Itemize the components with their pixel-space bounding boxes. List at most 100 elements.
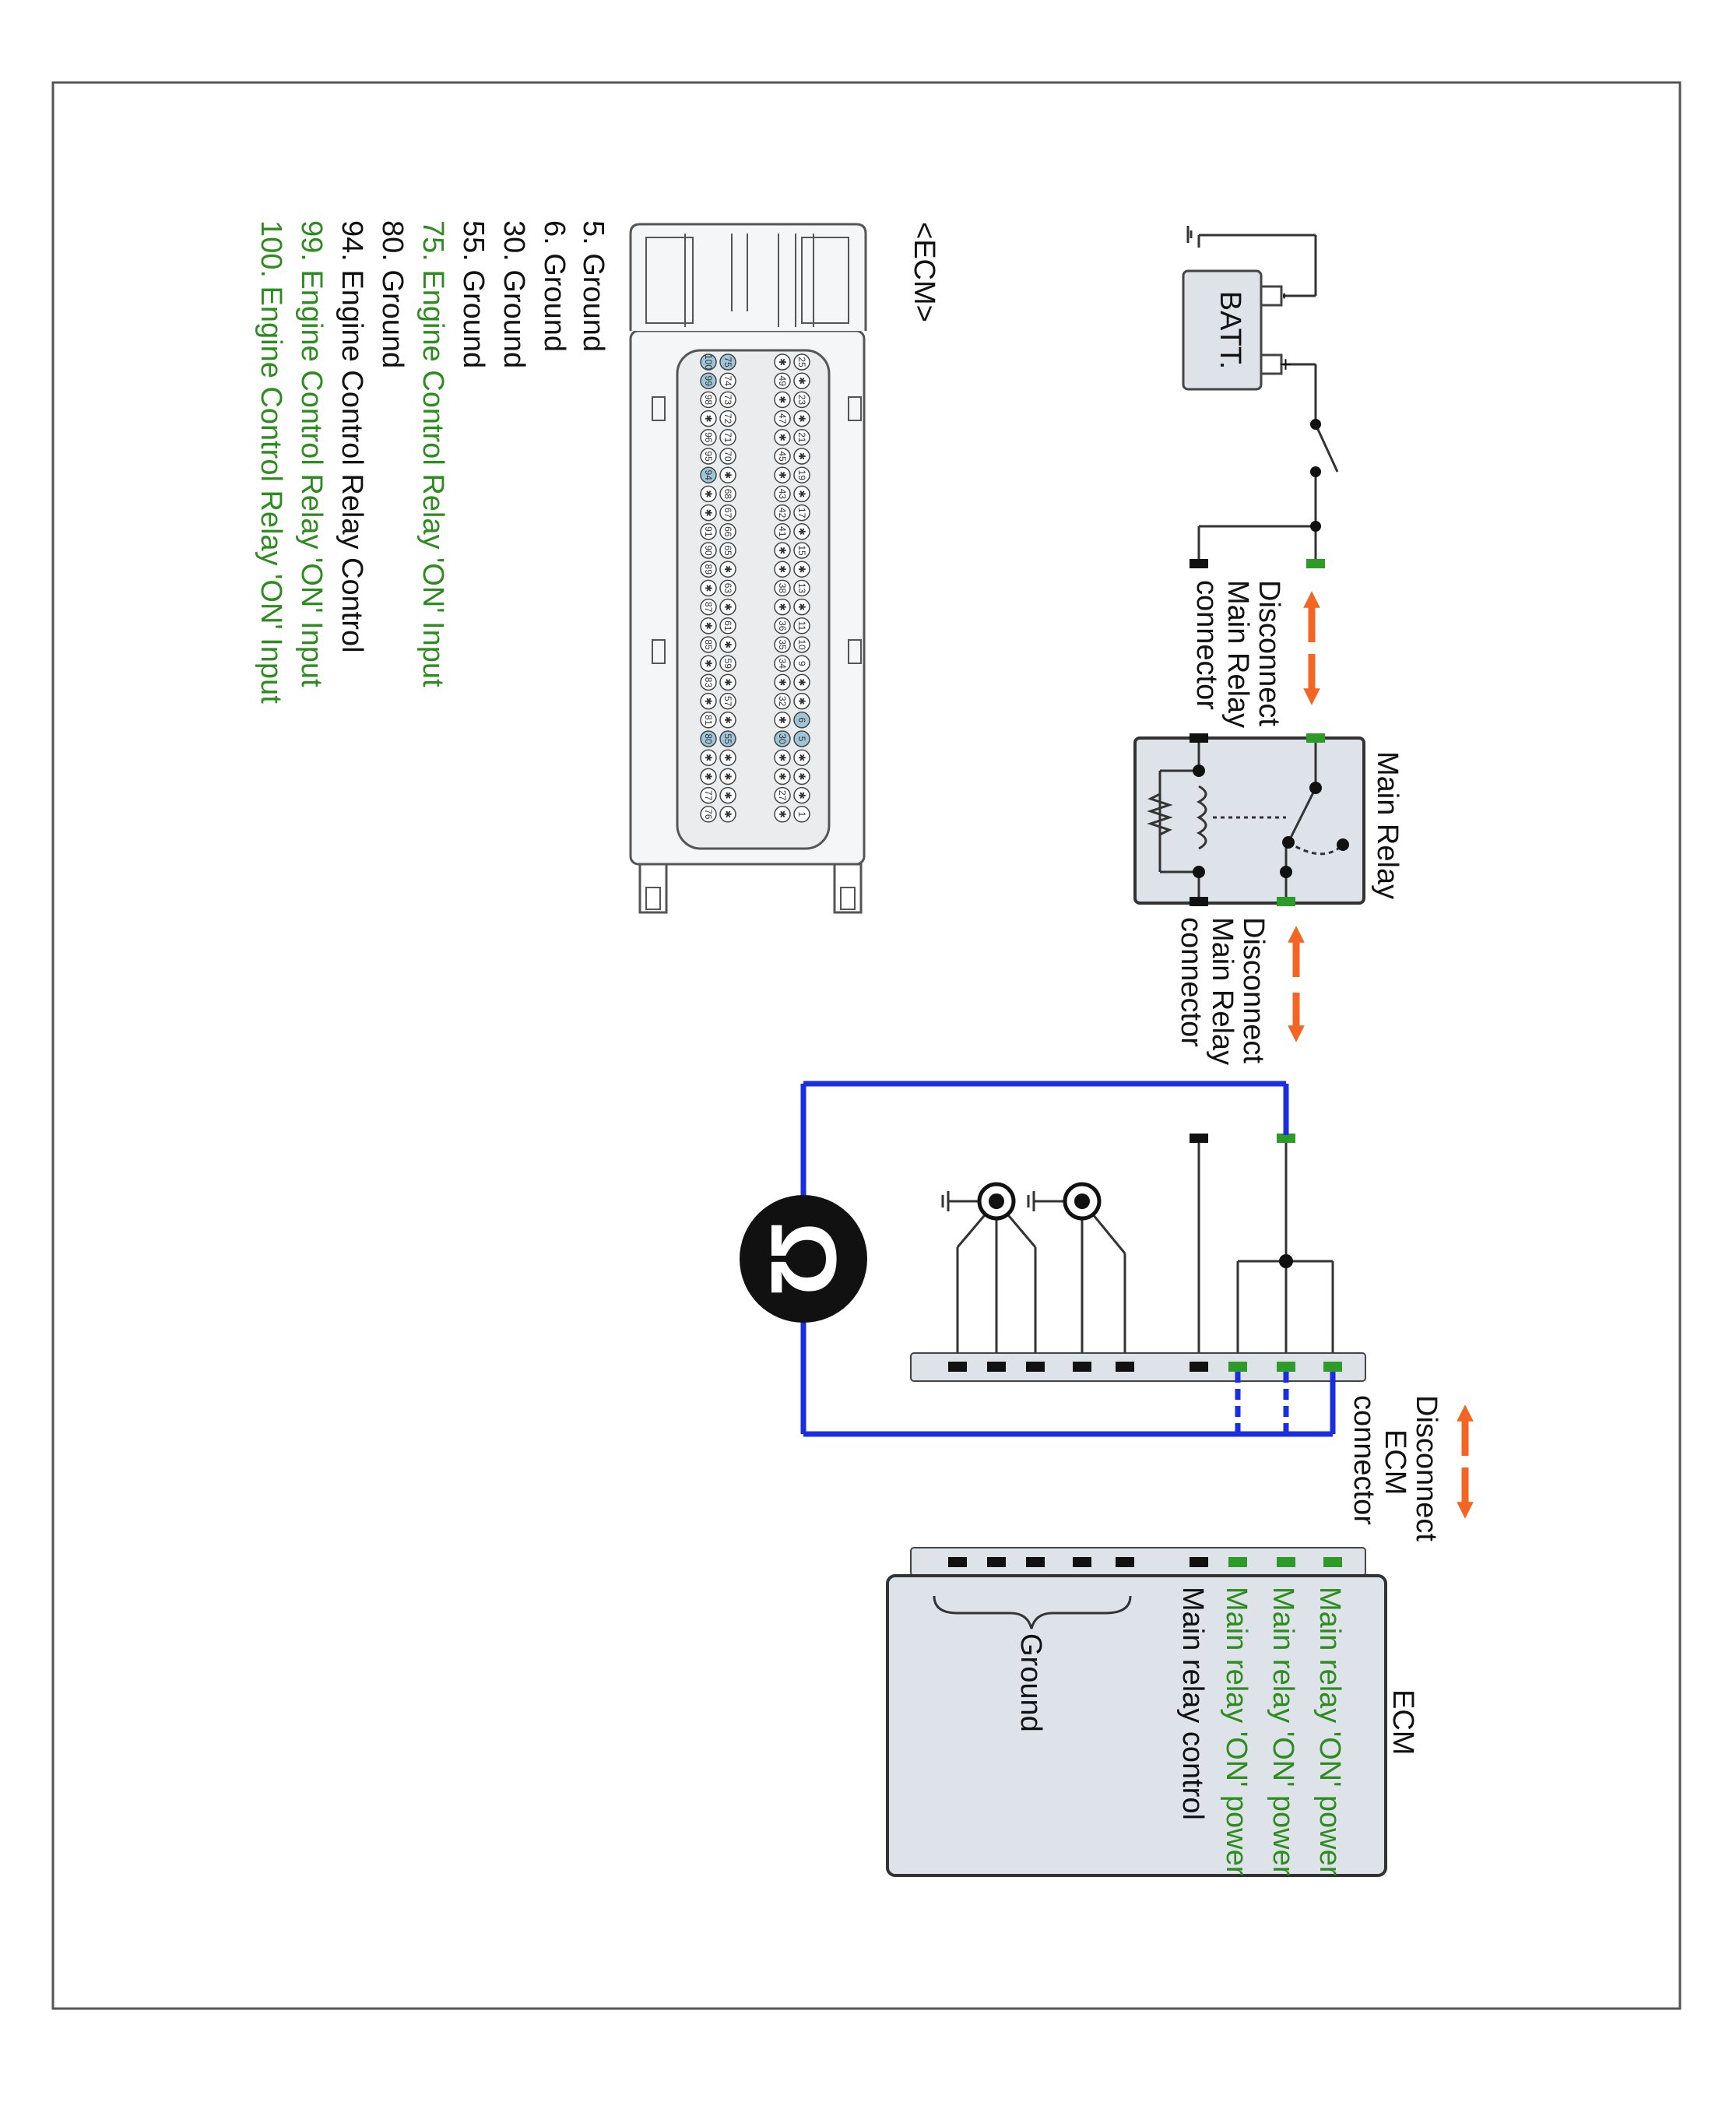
svg-text:✱: ✱ — [703, 490, 714, 497]
ecm-pin-29: ✱ — [774, 749, 791, 766]
ecm-pin-31: ✱ — [774, 712, 791, 729]
ecm-pin-grid: 25✱23✱21✱19✱17✱15✱13✱11109✱✱65✱✱✱1✱49✱47… — [700, 353, 810, 823]
ecm-pin-25: 25 — [793, 353, 810, 371]
harness-junctions — [1279, 1254, 1293, 1268]
ecm-pin-77: 77 — [700, 786, 717, 804]
svg-text:63: 63 — [722, 583, 733, 594]
ecm-pin-93: ✱ — [700, 485, 717, 503]
ecm-pin-39: ✱ — [774, 561, 791, 578]
svg-text:✱: ✱ — [777, 603, 788, 611]
ecm-pin-89: 89 — [700, 561, 717, 578]
svg-text:✱: ✱ — [777, 754, 788, 761]
ecm-pin-42: 42 — [774, 504, 791, 522]
svg-text:5: 5 — [796, 736, 807, 742]
ecm-pin-55: 55 — [719, 730, 736, 747]
svg-text:87: 87 — [703, 602, 714, 613]
ecm-pin-91: 91 — [700, 523, 717, 540]
svg-text:21: 21 — [796, 432, 807, 443]
ecm-pin-label-4: Main relay control — [1176, 1587, 1209, 1820]
ecm-pin-60: ✱ — [719, 636, 736, 653]
ecm-pin-28: ✱ — [774, 768, 791, 786]
ecm-pin-4: ✱ — [793, 749, 810, 766]
svg-text:55: 55 — [722, 733, 733, 744]
ecm-pin-62: ✱ — [719, 598, 736, 616]
ecm-pin-40: ✱ — [774, 542, 791, 559]
ecm-pin-30: 30 — [774, 730, 791, 747]
main-relay: Main Relay — [1133, 733, 1404, 906]
ecm-pin-66: 66 — [719, 523, 736, 540]
ecm-pin-65: 65 — [719, 542, 736, 559]
svg-text:✱: ✱ — [722, 641, 733, 649]
svg-text:✱: ✱ — [777, 716, 788, 724]
ecm-pin-11: 11 — [793, 617, 810, 634]
svg-text:✱: ✱ — [722, 678, 733, 686]
ecm-pin-54: ✱ — [719, 749, 736, 766]
svg-text:73: 73 — [722, 395, 733, 406]
pin-list-item-2: 6. Ground — [538, 220, 571, 352]
battery-minus: - — [1274, 292, 1298, 299]
ecm-pin-label-3: Main relay 'ON' power — [1220, 1587, 1253, 1876]
ecm-pin-90: 90 — [700, 542, 717, 559]
ecm-pin-47: 47 — [774, 410, 791, 427]
ecm-pin-87: 87 — [700, 598, 717, 616]
ecm-pin-70: 70 — [719, 448, 736, 465]
svg-text:✱: ✱ — [722, 565, 733, 573]
svg-text:32: 32 — [777, 696, 788, 707]
ecm-pin-17: 17 — [793, 504, 810, 522]
battery-plus: + — [1274, 358, 1298, 371]
svg-text:94: 94 — [703, 470, 714, 481]
ecm-pin-8: ✱ — [793, 673, 810, 691]
svg-text:65: 65 — [722, 545, 733, 556]
svg-text:10: 10 — [796, 639, 807, 650]
pin-list-item-8: 99. Engine Control Relay 'ON' Input — [295, 220, 328, 687]
svg-text:99: 99 — [703, 376, 714, 387]
svg-text:✱: ✱ — [703, 509, 714, 517]
ecm-pin-44: ✱ — [774, 466, 791, 483]
pin-list-item-1: 5. Ground — [577, 220, 610, 352]
ecm-pin-33: ✱ — [774, 673, 791, 691]
ecm-pin-67: 67 — [719, 504, 736, 522]
ecm-pin-82: ✱ — [700, 692, 717, 710]
ecm-pin-20: ✱ — [793, 448, 810, 465]
svg-text:70: 70 — [722, 451, 733, 462]
svg-text:72: 72 — [722, 413, 733, 424]
ecm-pin-61: 61 — [719, 617, 736, 634]
ecm-pin-32: 32 — [774, 692, 791, 710]
ecm-pin-3: ✱ — [793, 768, 810, 786]
svg-text:✱: ✱ — [777, 678, 788, 686]
svg-text:6: 6 — [796, 717, 807, 722]
ecm-pin-43: 43 — [774, 485, 791, 503]
pin-list-item-7: 94. Engine Control Relay Control — [336, 220, 368, 653]
ecm-pin-69: ✱ — [719, 466, 736, 483]
ecm-pin-45: 45 — [774, 448, 791, 465]
svg-text:✱: ✱ — [796, 678, 807, 686]
ecm-pin-15: 15 — [793, 542, 810, 559]
svg-text:✱: ✱ — [703, 659, 714, 667]
svg-text:95: 95 — [703, 451, 714, 462]
ecm-pin-27: 27 — [774, 786, 791, 804]
svg-text:76: 76 — [703, 809, 714, 820]
svg-text:✱: ✱ — [722, 754, 733, 761]
ohmmeter: Ω — [740, 1195, 867, 1323]
ecm-pin-7: ✱ — [793, 692, 810, 710]
ecm-title: ECM — [1386, 1689, 1419, 1755]
disconnect-ecm-label: Disconnect ECM connector — [1348, 1395, 1443, 1541]
ecm-pin-24: ✱ — [793, 372, 810, 389]
harness-terminal-black — [1190, 1134, 1208, 1143]
ecm-pin-21: 21 — [793, 429, 810, 446]
ecm-pin-56: ✱ — [719, 712, 736, 729]
svg-text:67: 67 — [722, 508, 733, 518]
svg-text:42: 42 — [777, 508, 788, 518]
ecm-ground-label: Ground — [1014, 1633, 1047, 1732]
svg-text:77: 77 — [703, 790, 714, 801]
svg-text:23: 23 — [796, 395, 807, 406]
ecm-pin-100: 100 — [700, 353, 717, 371]
ecm-pin-48: ✱ — [774, 391, 791, 409]
svg-text:49: 49 — [777, 376, 788, 387]
ecm-pin-34: 34 — [774, 655, 791, 672]
svg-text:15: 15 — [796, 545, 807, 556]
ecm-pin-80: 80 — [700, 730, 717, 747]
ecm-pin-6: 6 — [793, 712, 810, 729]
svg-text:✱: ✱ — [796, 754, 807, 761]
svg-text:61: 61 — [722, 620, 733, 631]
